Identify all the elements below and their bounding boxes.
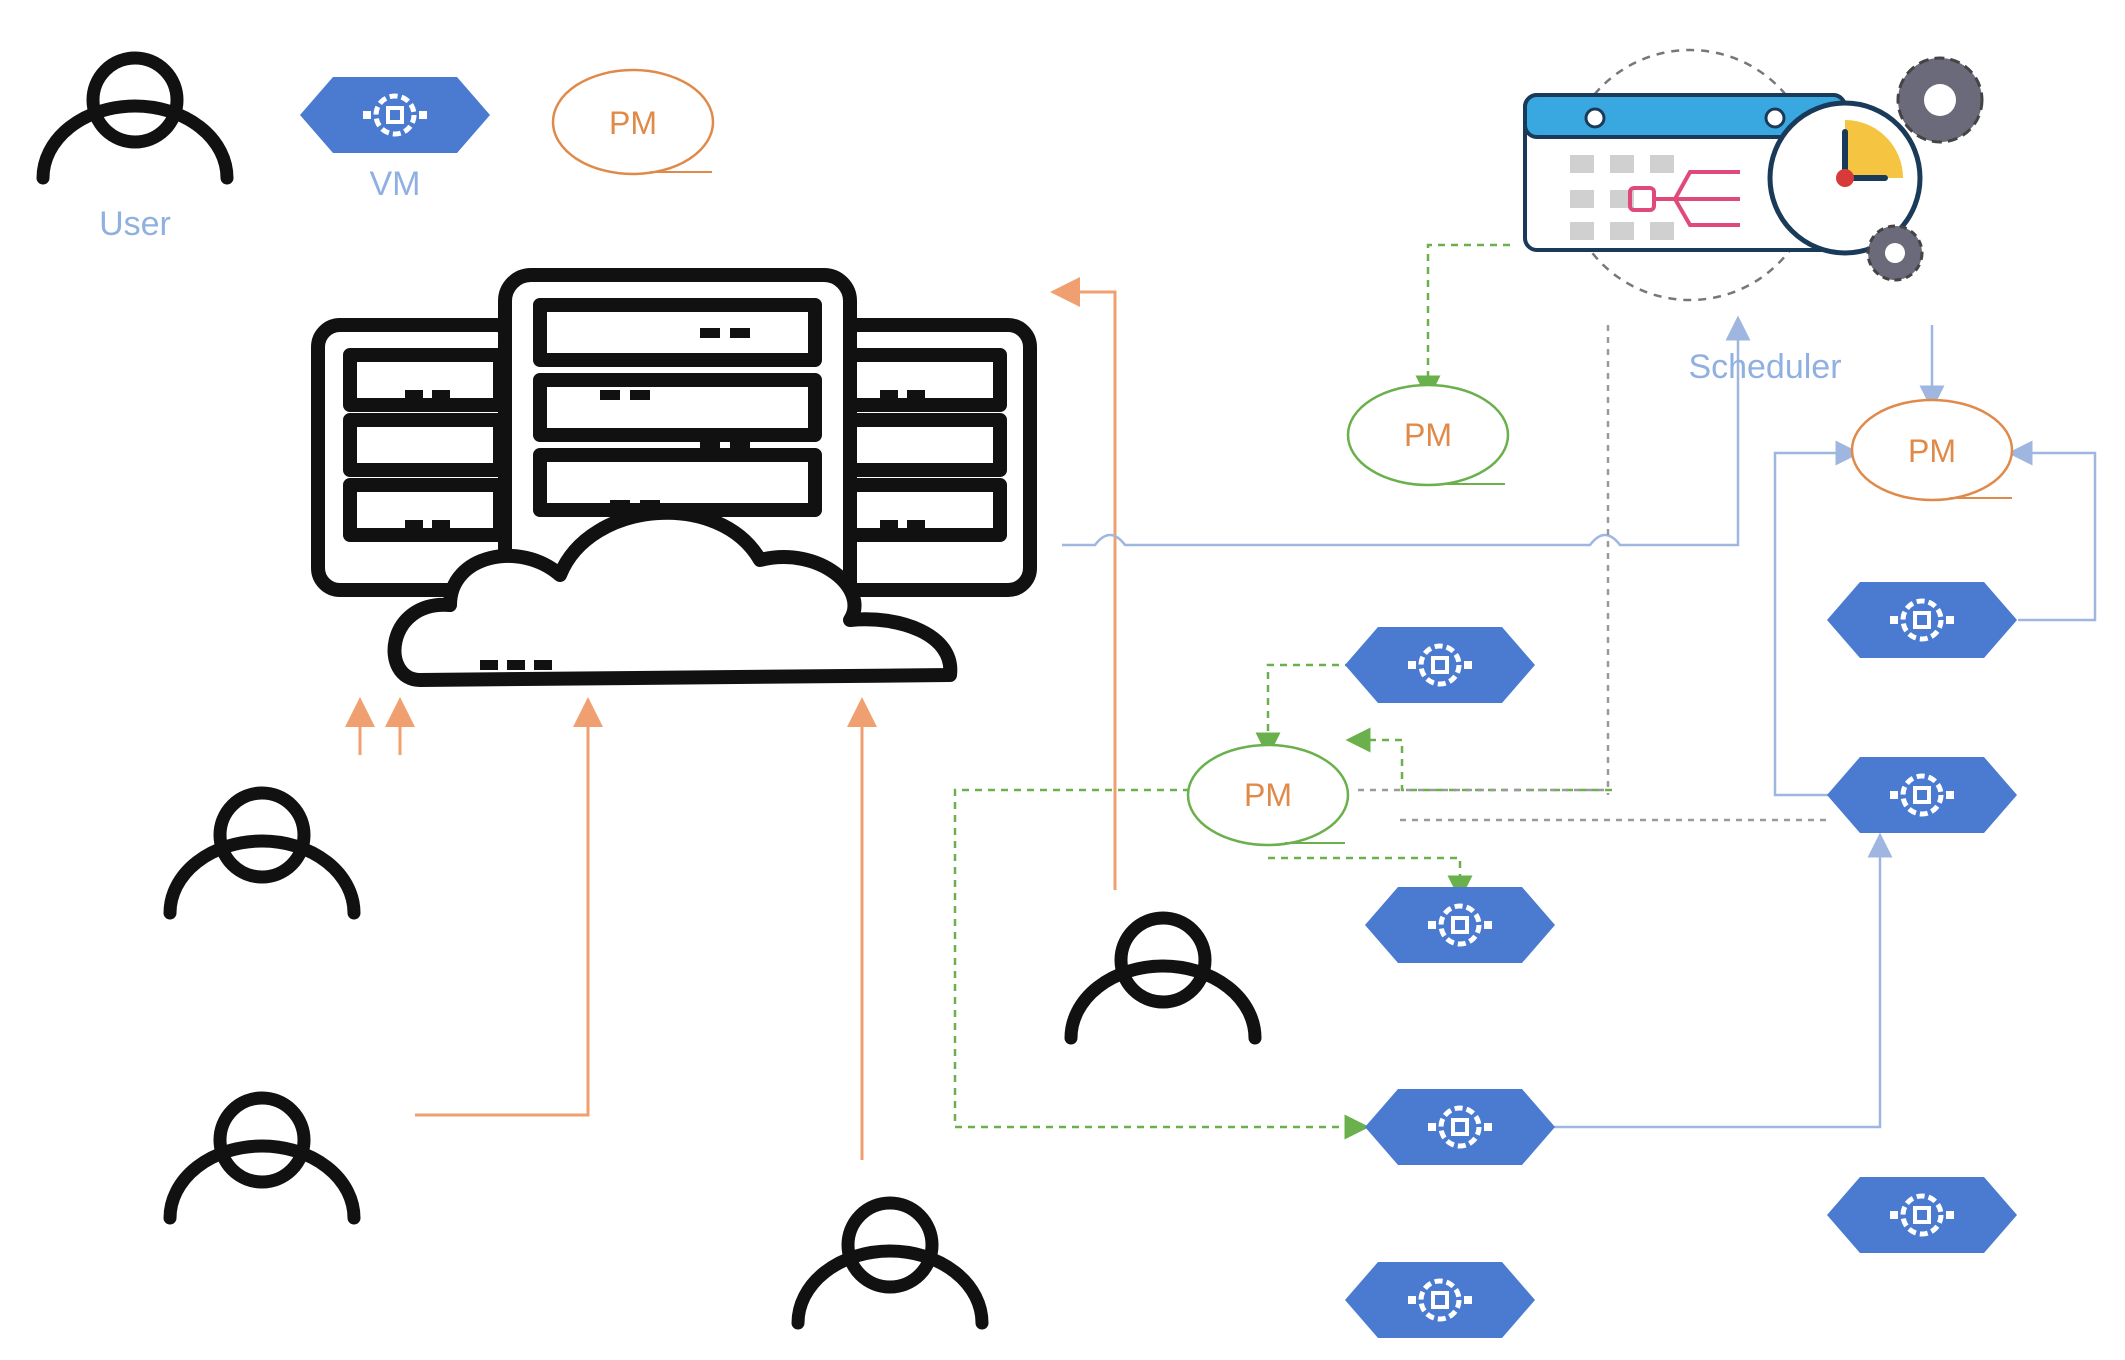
- pm-node-orange-right: PM: [1850, 398, 2014, 502]
- legend-vm-label: VM: [370, 165, 421, 203]
- cloud-to-scheduler-flow: [1062, 315, 1945, 547]
- legend-pm-label: PM: [609, 105, 657, 141]
- gear-icon: [1896, 56, 1984, 144]
- vm-hexagon-icon: [1345, 1262, 1535, 1338]
- scheduler-label: Scheduler: [1688, 348, 1841, 386]
- server-leds: [405, 328, 925, 670]
- pm-node-green-top: PM: [1346, 383, 1510, 487]
- pm-node-green-center: PM: [1186, 743, 1350, 847]
- vm-hexagon-icon: [1827, 1177, 2017, 1253]
- legend: User VM PM: [43, 58, 715, 243]
- legend-user-label: User: [99, 205, 171, 243]
- legend-pm-icon: [551, 68, 715, 176]
- scheduler-calendar-clock-icon: [1523, 48, 1923, 302]
- user-icon: [1071, 918, 1255, 1038]
- server-cloud-icon: [311, 268, 1037, 687]
- vm-hexagon-icon: [1345, 627, 1535, 703]
- vm-hexagon-icon: [1365, 1089, 1555, 1165]
- scheduler-gray-dashed: [1358, 325, 1832, 822]
- legend-user-icon: [43, 58, 227, 178]
- vm-to-pm-blue-flows: [1552, 440, 2097, 1129]
- pm-label: PM: [1908, 433, 1956, 469]
- user-request-arrows: [345, 277, 1117, 1160]
- legend-vm-icon: [300, 77, 490, 153]
- user-icon: [170, 793, 354, 913]
- vm-hexagon-icon: [1827, 757, 2017, 833]
- vm-hexagon-icon: [1365, 887, 1555, 963]
- vm-hexagon-icon: [1827, 582, 2017, 658]
- pm-label: PM: [1404, 417, 1452, 453]
- pm-label: PM: [1244, 777, 1292, 813]
- user-icon: [798, 1203, 982, 1323]
- gear-icon: [1866, 224, 1924, 282]
- user-icon: [170, 1098, 354, 1218]
